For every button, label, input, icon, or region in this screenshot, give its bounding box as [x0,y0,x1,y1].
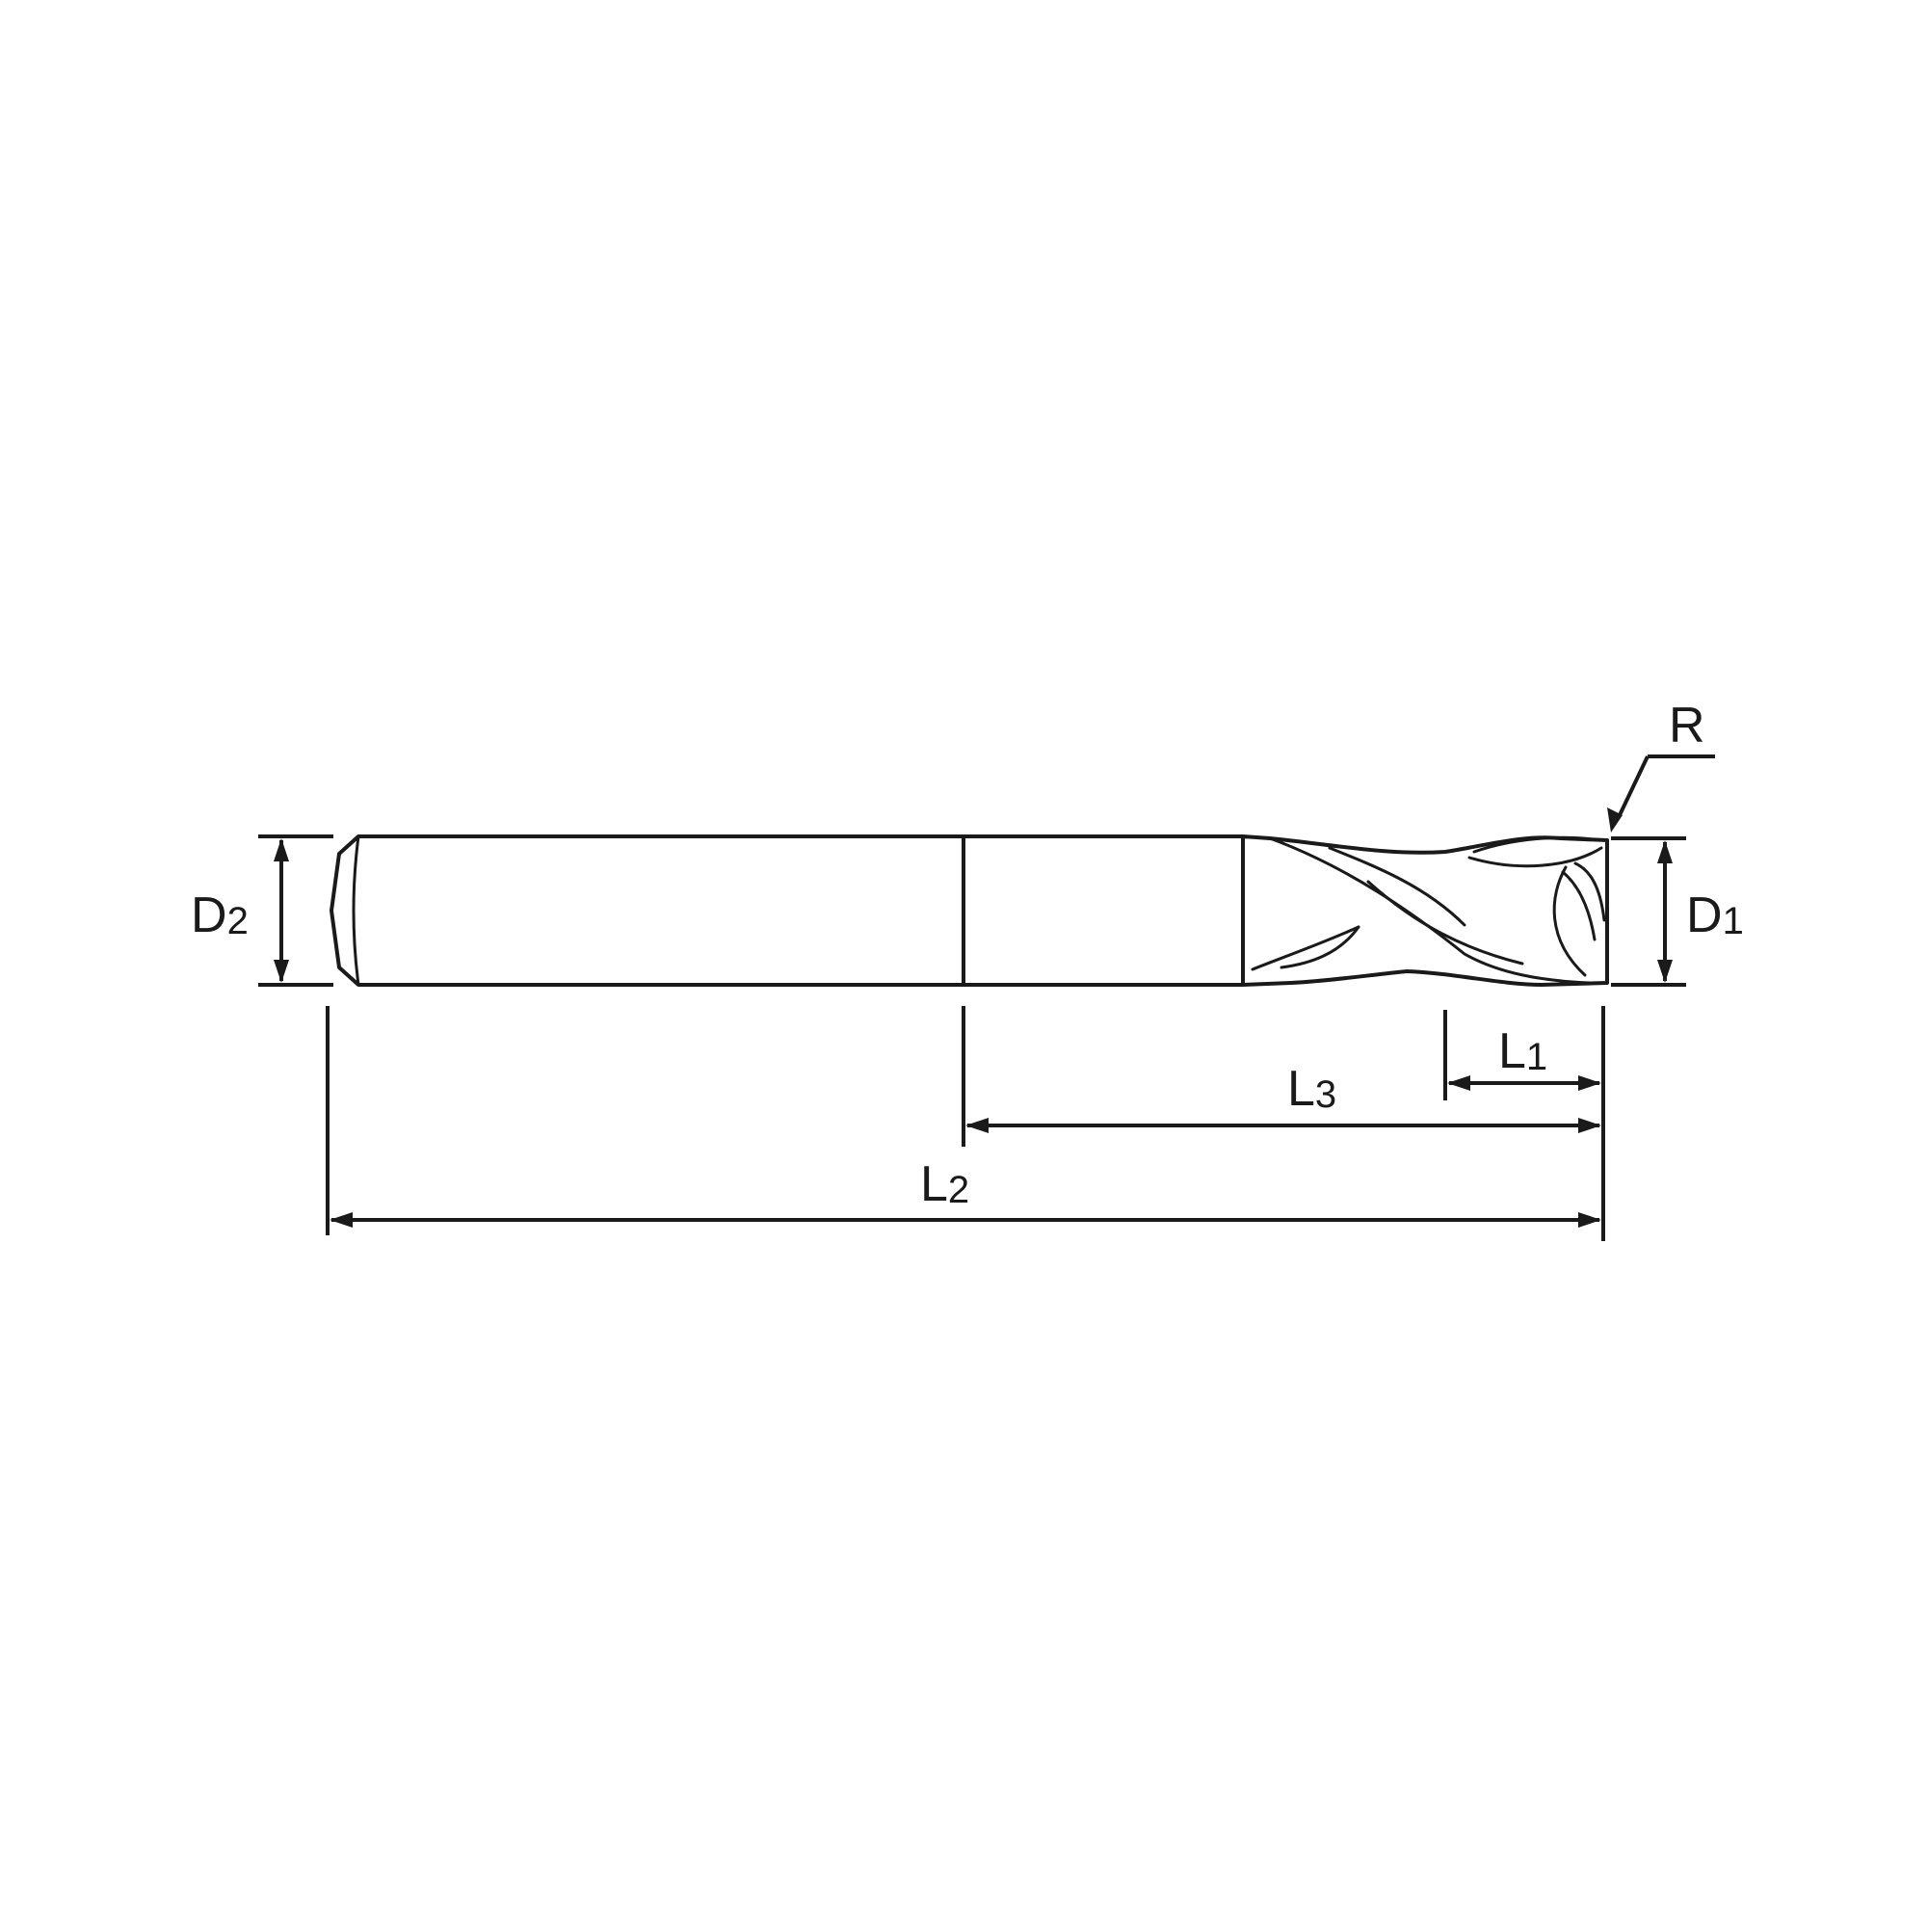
shank-chamfer-line [352,834,360,987]
flute-line-4 [1280,925,1360,969]
flute-line-7 [1552,865,1587,977]
tool-body [330,834,1609,987]
l1-label: L1 [1498,1023,1547,1079]
flute-line-2 [1366,880,1524,966]
l1-dimension: L1 [1447,1023,1601,1091]
flute-line-3 [1251,925,1360,971]
cutting-section [1241,834,1609,987]
l3-label: L3 [1287,1061,1336,1117]
d1-dimension: D1 [1611,836,1744,987]
flute-line-10 [1328,846,1466,927]
l2-dimension: L2 [330,1156,1601,1228]
flute-line-1 [1268,836,1592,985]
flute-line-6 [1467,846,1603,868]
flute-line-9 [1573,861,1606,922]
r-label: R [1669,698,1705,754]
flute-line-5 [1472,835,1601,854]
l2-label: L2 [920,1156,969,1212]
flute-line-8 [1561,870,1597,941]
d1-label: D1 [1686,887,1744,943]
d2-label: D2 [191,887,249,943]
r-callout: R [1607,698,1715,833]
d2-dimension: D2 [191,834,333,987]
l3-dimension: L3 [965,1061,1601,1133]
shank [330,834,1245,987]
